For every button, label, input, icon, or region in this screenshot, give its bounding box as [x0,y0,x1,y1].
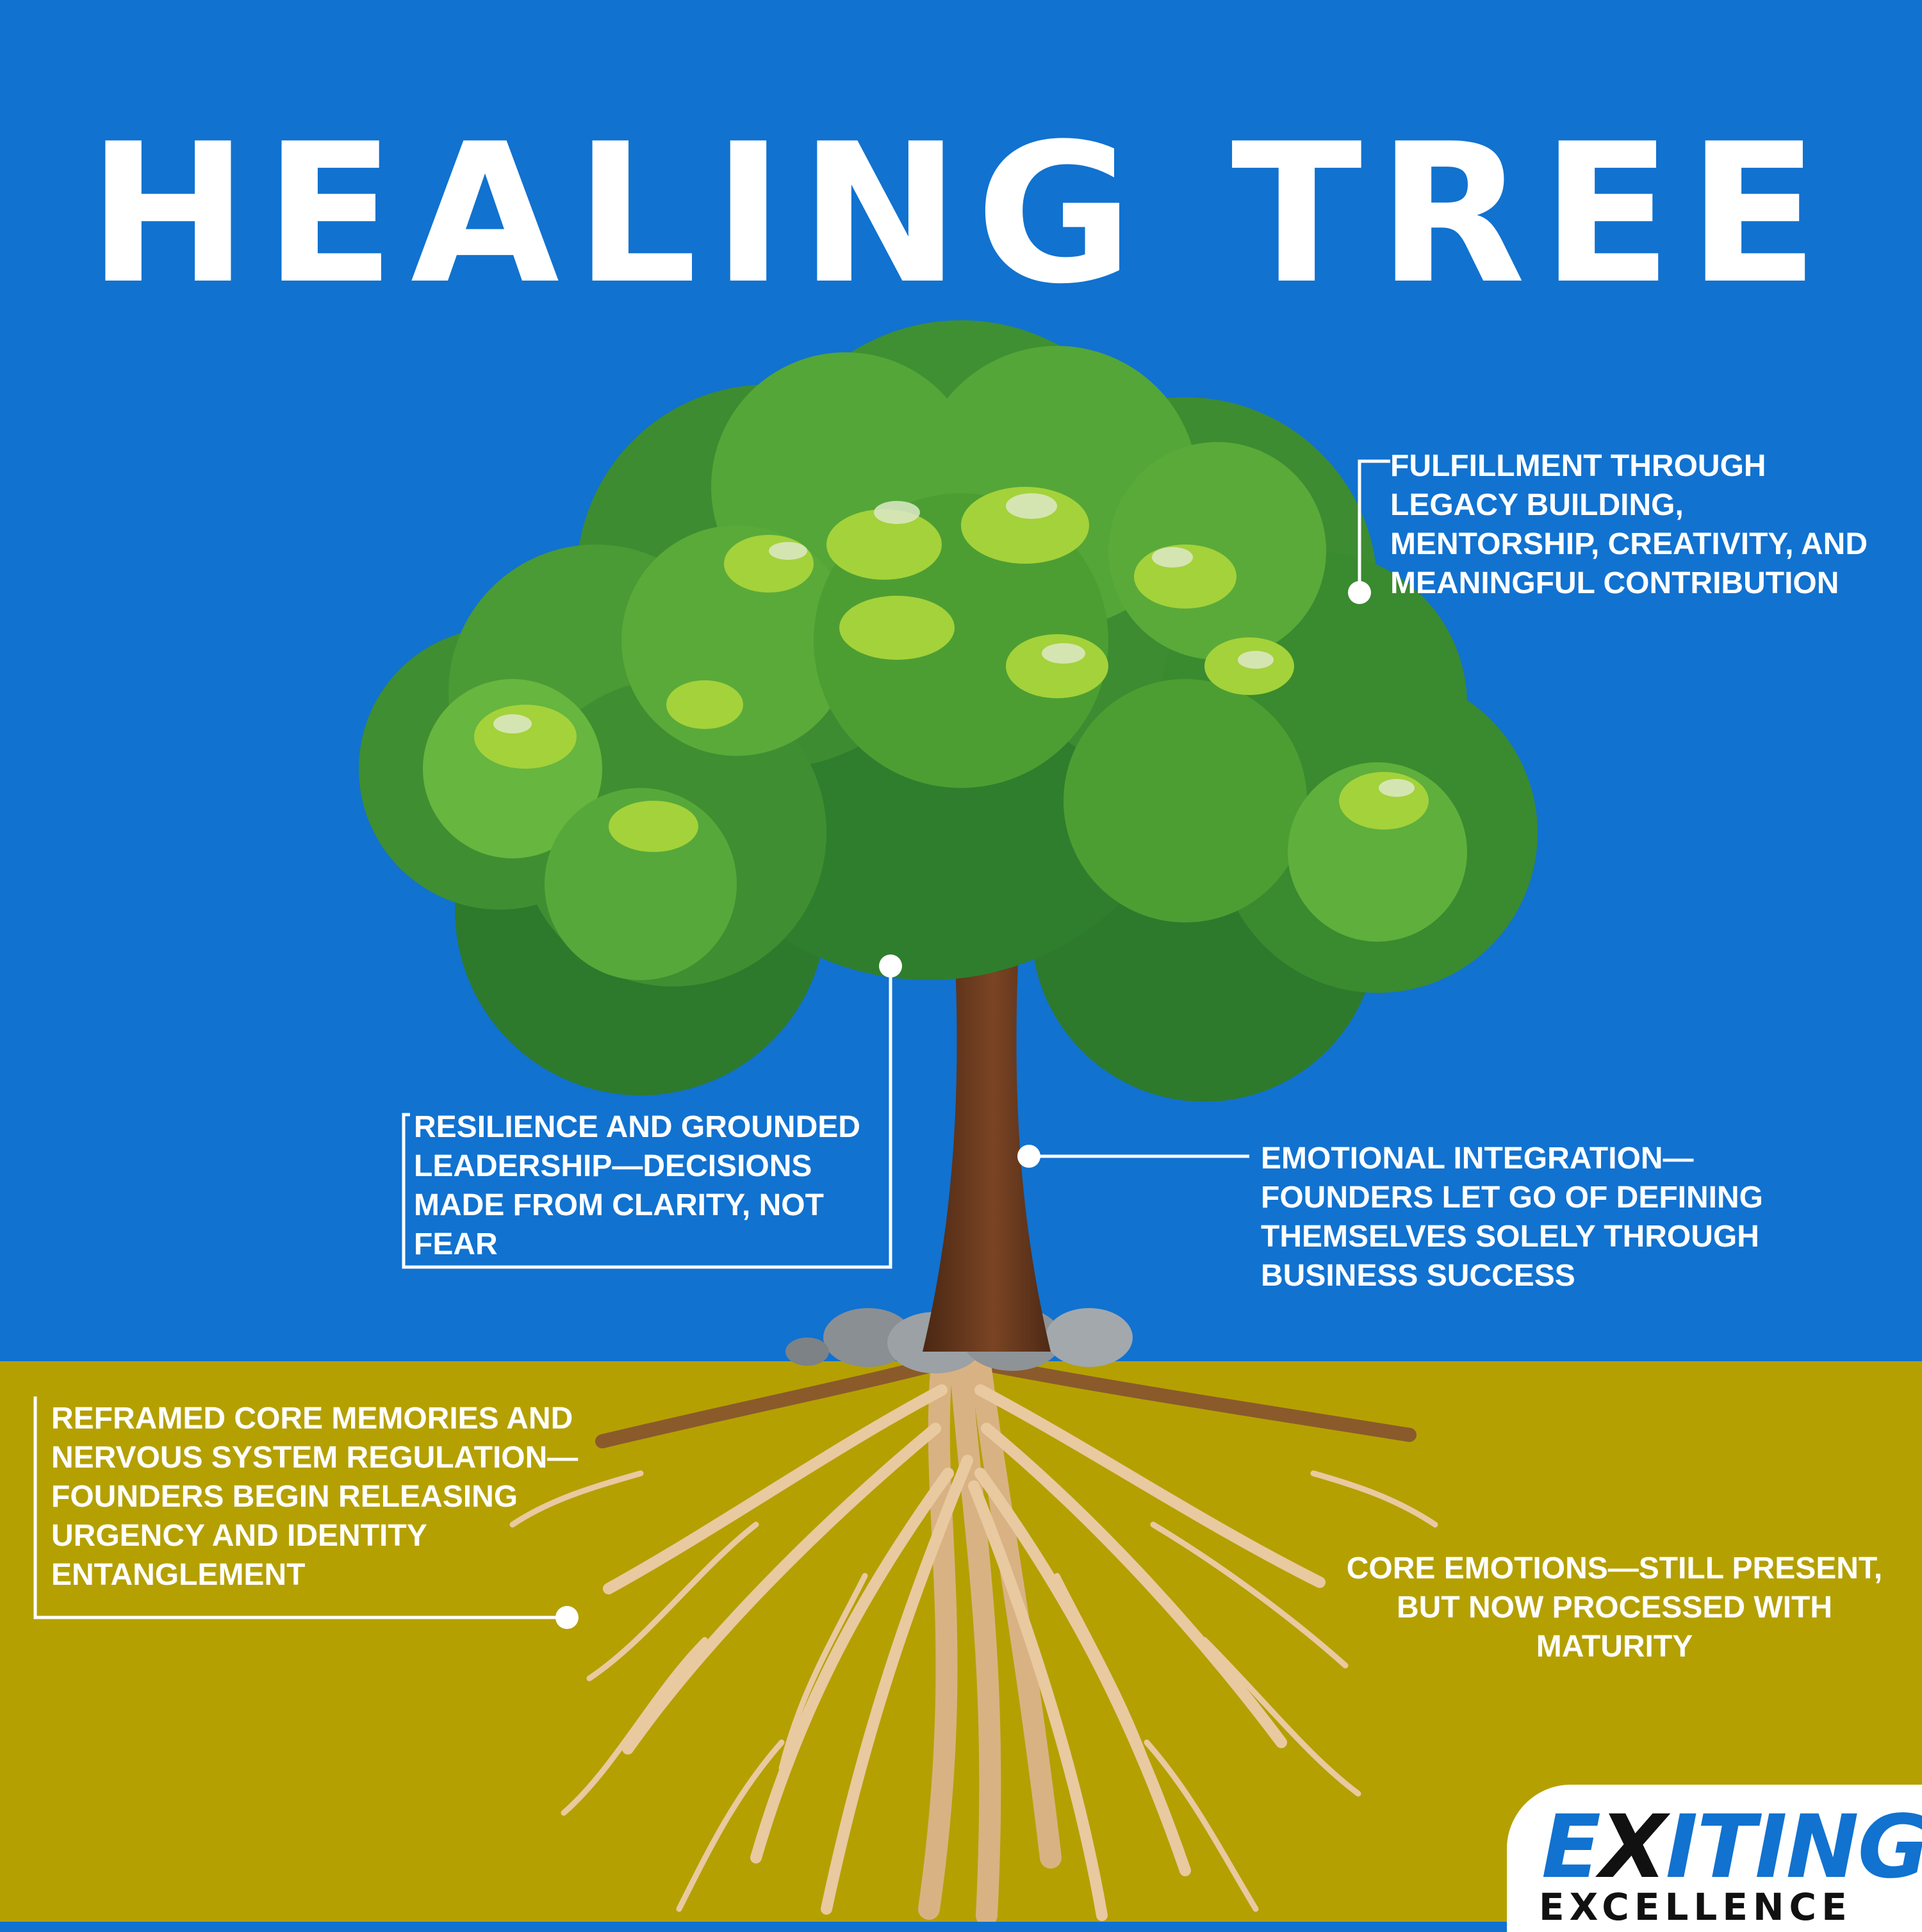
callout-branch-line [402,966,892,1269]
callout-canopy-dot [1348,581,1371,604]
logo-wordmark: EXITING [1541,1804,1922,1891]
label-roots: REFRAMED CORE MEMORIES AND NERVOUS SYSTE… [51,1402,579,1592]
callout-branch-dot [879,954,902,978]
logo-letters-iting: ITING [1665,1797,1922,1898]
roots [509,1354,1438,1922]
logo-subtitle: EXCELLENCE [1539,1885,1852,1929]
callout-lines [33,459,1390,1619]
callout-roots-dot [555,1606,579,1629]
logo-letter-x: X [1599,1797,1667,1898]
label-trunk: EMOTIONAL INTEGRATION—FOUNDERS LET GO OF… [1261,1142,1764,1293]
label-branches: RESILIENCE AND GROUNDED LEADERSHIP—DECIS… [414,1110,860,1261]
label-core-emotions: CORE EMOTIONS—STILL PRESENT, BUT NOW PRO… [1346,1551,1883,1664]
logo-letter-e: E [1541,1797,1601,1898]
page-title: HEALING TREE [87,102,1835,326]
callout-dots [555,581,1371,1629]
callout-roots-line [33,1396,567,1619]
exiting-excellence-logo: EXITING EXCELLENCE [1507,1785,1922,1932]
callout-canopy-line [1358,459,1390,593]
canopy [359,320,1538,1102]
callout-trunk-dot [1017,1145,1040,1168]
label-canopy: FULFILLMENT THROUGH LEGACY BUILDING, MEN… [1390,449,1868,600]
